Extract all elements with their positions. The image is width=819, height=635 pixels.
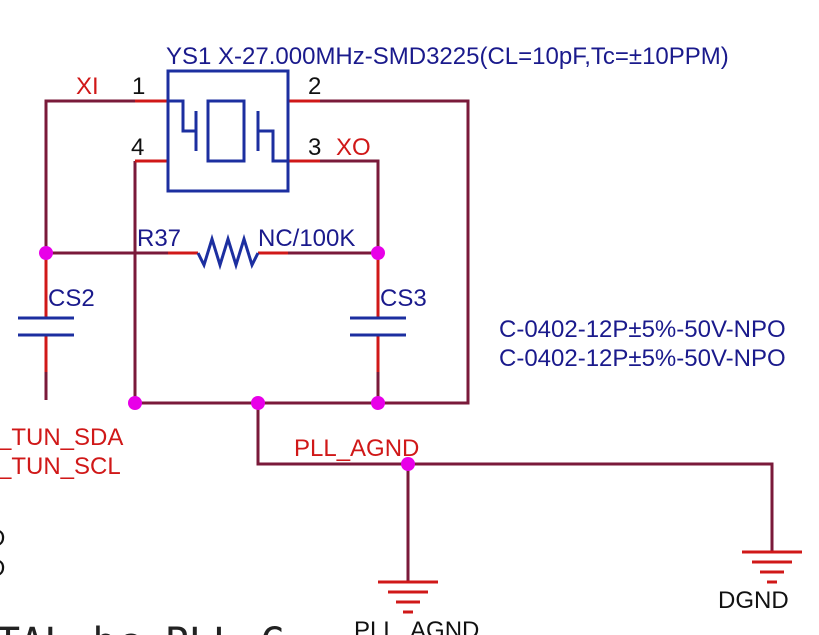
junction-dot [251,396,265,410]
resistor-r37-symbol [196,233,260,271]
junction-dot [371,246,385,260]
ground-label-dgnd: DGND [718,587,789,614]
pin-stubs [44,99,380,372]
wire-gnd-tap [256,403,774,552]
bottom-partial-text: TAL bc PLL G [0,620,285,635]
capacitor-cs2-symbol [18,316,74,337]
resistor-ref: R37 [137,225,181,252]
net-label-xo: XO [336,134,371,161]
capacitor-value-line2: C-0402-12P±5%-50V-NPO [499,345,786,372]
wires [44,99,774,582]
capacitor-cs3-symbol [350,316,406,337]
crystal-ys1-symbol [166,69,290,193]
crystal-title: YS1 X-27.000MHz-SMD3225(CL=10pF,Tc=±10PP… [166,43,729,70]
junction-dot [39,246,53,260]
left-fragment-text: D [0,555,5,582]
wire-pin3-to-cs3 [320,159,380,253]
junction-dot [371,396,385,410]
capacitor-value-line1: C-0402-12P±5%-50V-NPO [499,316,786,343]
wire-xi-left-rail [44,99,135,253]
pin-number-2: 2 [308,73,321,100]
crystal-element [206,99,246,163]
net-label-pll-agnd: PLL_AGND [294,435,419,462]
junction-dot [128,396,142,410]
capacitor-cs2-ref: CS2 [48,285,95,312]
pin-number-3: 3 [308,134,321,161]
crystal-right-plate [256,111,288,163]
resistor-value: NC/100K [258,225,355,252]
net-label-xi: XI [76,73,99,100]
capacitor-cs3-ref: CS3 [380,285,427,312]
ground-pll-agnd-icon [378,580,438,614]
ground-dgnd-icon [742,550,802,584]
pin-number-4: 4 [131,134,144,161]
junction-dot [401,457,415,471]
crystal-left-plate [168,99,198,151]
ground-label-pll-agnd: PLL_AGND [354,617,479,635]
net-label-tun-sda: _TUN_SDA [0,424,123,451]
left-fragment-text: D [0,525,5,552]
net-label-tun-scl: _TUN_SCL [0,453,121,480]
pin-number-1: 1 [132,73,145,100]
wire-pin2-right-rail [135,99,470,405]
junctions [39,246,415,471]
crystal-body-box [166,69,290,193]
